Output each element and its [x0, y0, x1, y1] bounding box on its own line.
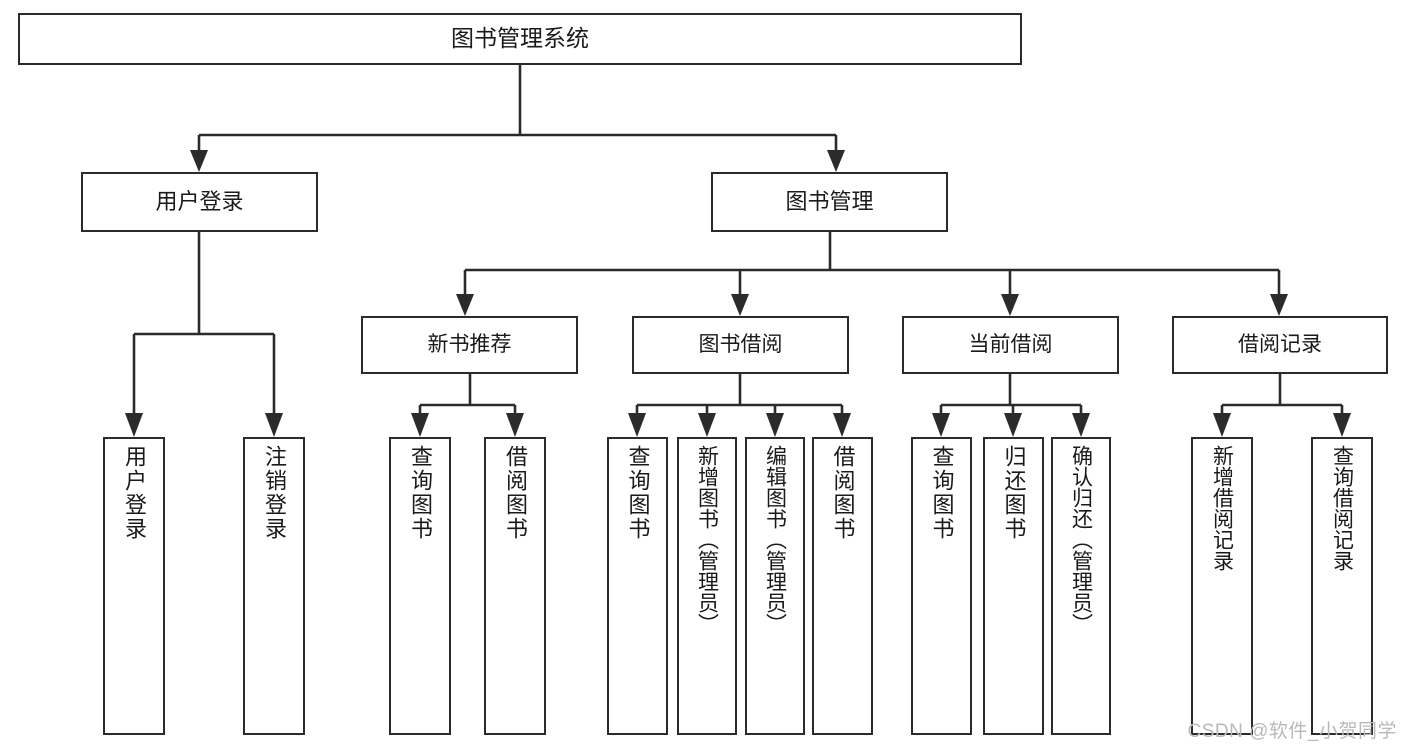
node-borrow-record-label: 借阅记录: [1238, 333, 1322, 357]
node-leaf-user-login-label: 用户登录: [122, 445, 147, 541]
node-leaf-borrow-book-2-label: 借阅图书: [830, 445, 856, 541]
node-leaf-query-book-1-label: 查询图书: [408, 445, 433, 541]
node-book-manage[interactable]: 图书管理: [711, 172, 948, 232]
node-user-login[interactable]: 用户登录: [81, 172, 318, 232]
node-leaf-return-book-label: 归还图书: [1001, 445, 1027, 541]
node-leaf-query-borrow-record[interactable]: 查询借阅记录: [1311, 437, 1373, 735]
node-leaf-add-book-admin[interactable]: 新增图书（管理员）: [677, 437, 737, 735]
node-leaf-confirm-return-admin-label: 确认归还（管理员）: [1069, 445, 1093, 634]
node-leaf-add-borrow-record[interactable]: 新增借阅记录: [1191, 437, 1253, 735]
node-leaf-query-book-3-label: 查询图书: [929, 445, 955, 541]
node-leaf-logout[interactable]: 注销登录: [243, 437, 305, 735]
node-new-book-recommend-label: 新书推荐: [427, 333, 512, 357]
node-leaf-query-book-2-label: 查询图书: [625, 445, 651, 541]
node-leaf-return-book[interactable]: 归还图书: [983, 437, 1044, 735]
node-book-manage-label: 图书管理: [785, 188, 874, 214]
node-leaf-query-book-3[interactable]: 查询图书: [911, 437, 972, 735]
node-leaf-borrow-book-1-label: 借阅图书: [503, 445, 528, 541]
node-book-borrow[interactable]: 图书借阅: [632, 316, 849, 374]
csdn-watermark: CSDN @软件_小贺同学: [1187, 721, 1397, 742]
node-leaf-query-book-1[interactable]: 查询图书: [389, 437, 451, 735]
node-leaf-logout-label: 注销登录: [262, 445, 287, 541]
node-leaf-query-book-2[interactable]: 查询图书: [607, 437, 668, 735]
node-borrow-record[interactable]: 借阅记录: [1172, 316, 1388, 374]
node-current-borrow[interactable]: 当前借阅: [902, 316, 1119, 374]
node-leaf-edit-book-admin-label: 编辑图书（管理员）: [763, 445, 787, 634]
node-current-borrow-label: 当前借阅: [968, 333, 1053, 357]
node-leaf-add-book-admin-label: 新增图书（管理员）: [695, 445, 719, 634]
node-leaf-edit-book-admin[interactable]: 编辑图书（管理员）: [745, 437, 805, 735]
node-leaf-borrow-book-1[interactable]: 借阅图书: [484, 437, 546, 735]
node-leaf-query-borrow-record-label: 查询借阅记录: [1330, 445, 1354, 571]
node-leaf-confirm-return-admin[interactable]: 确认归还（管理员）: [1051, 437, 1111, 735]
node-root[interactable]: 图书管理系统: [18, 13, 1022, 65]
node-new-book-recommend[interactable]: 新书推荐: [361, 316, 578, 374]
node-leaf-borrow-book-2[interactable]: 借阅图书: [812, 437, 873, 735]
node-book-borrow-label: 图书借阅: [698, 333, 783, 357]
node-user-login-label: 用户登录: [155, 188, 244, 214]
node-root-label: 图书管理系统: [451, 25, 589, 52]
node-leaf-add-borrow-record-label: 新增借阅记录: [1210, 445, 1234, 571]
node-leaf-user-login[interactable]: 用户登录: [103, 437, 165, 735]
